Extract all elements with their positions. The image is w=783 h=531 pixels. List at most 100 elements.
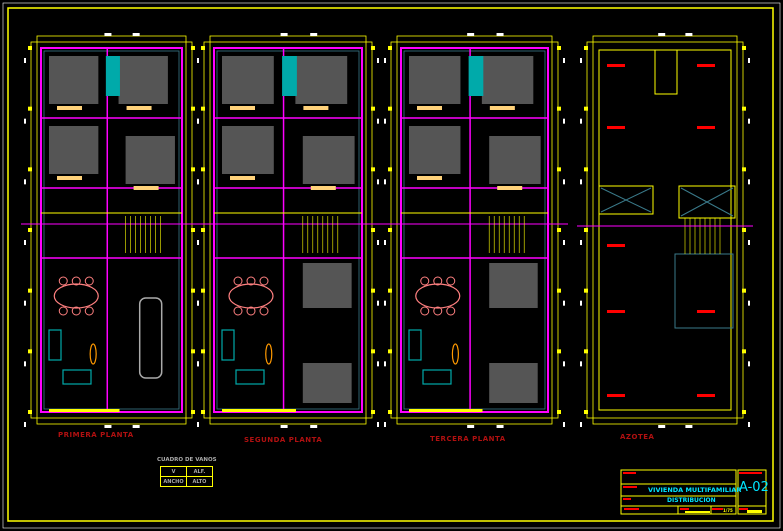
dimension-tick <box>191 288 195 293</box>
drainage-marker <box>607 126 625 129</box>
dimension-text <box>377 361 379 367</box>
dimension-tick <box>557 288 561 293</box>
chair <box>420 276 430 286</box>
dining-table <box>53 283 99 309</box>
coffee-table <box>451 343 459 365</box>
drainage-marker <box>607 244 625 247</box>
dimension-text <box>748 361 750 367</box>
chair <box>84 276 94 286</box>
dimension-text <box>132 425 140 428</box>
chair <box>433 306 443 316</box>
dimension-text <box>310 33 318 36</box>
drainage-marker <box>697 394 715 397</box>
chair <box>259 276 269 286</box>
drainage-marker <box>607 64 625 67</box>
bed <box>125 136 175 184</box>
bed <box>302 363 352 403</box>
chair <box>58 276 68 286</box>
chair <box>58 306 68 316</box>
bed <box>295 56 348 104</box>
dimension-tick <box>557 46 561 50</box>
dimension-text <box>685 425 693 428</box>
dimension-text <box>580 240 582 245</box>
dimension-text <box>658 425 666 428</box>
dimension-tick <box>28 228 32 232</box>
dimension-text <box>24 179 26 185</box>
dimension-tick <box>388 46 392 50</box>
chair <box>84 306 94 316</box>
room-label <box>497 186 523 190</box>
bathroom <box>282 56 297 96</box>
dimension-text <box>377 422 379 427</box>
dimension-tick <box>191 106 195 111</box>
car <box>138 297 163 379</box>
dimension-text <box>280 33 288 36</box>
project-title: VIVIENDA MULTIFAMILIAR <box>648 486 742 494</box>
dimension-text <box>496 33 504 36</box>
dining-table <box>415 283 461 309</box>
dimension-text <box>24 300 26 306</box>
dimension-text <box>563 179 565 185</box>
sofa <box>62 369 92 385</box>
sofa <box>48 329 62 361</box>
dimension-tick <box>742 349 746 354</box>
dimension-text <box>377 179 379 185</box>
dimension-tick <box>388 410 392 414</box>
dimension-tick <box>371 349 375 354</box>
coffee-table <box>89 343 97 365</box>
room-label <box>417 176 442 180</box>
dimension-tick <box>388 228 392 232</box>
vanos-cell: V <box>160 466 187 477</box>
bed <box>489 263 538 308</box>
dimension-text <box>197 179 199 185</box>
chair <box>233 306 243 316</box>
chair <box>420 306 430 316</box>
chair <box>71 276 81 286</box>
dimension-tick <box>557 228 561 232</box>
light-well <box>678 185 736 219</box>
sofa <box>221 329 235 361</box>
bed <box>409 56 461 104</box>
dimension-tick <box>201 349 205 354</box>
skylight <box>654 49 678 95</box>
sofa <box>408 329 422 361</box>
dimension-text <box>377 118 379 124</box>
vanos-table-title: CUADRO DE VANOS <box>157 457 217 463</box>
dimension-text <box>377 240 379 245</box>
window <box>222 409 296 412</box>
dimension-tick <box>388 349 392 354</box>
dimension-tick <box>191 349 195 354</box>
sheet-number: A-02 <box>739 480 769 495</box>
bed <box>489 363 538 403</box>
room-label <box>126 106 152 110</box>
dimension-lines <box>209 35 367 425</box>
dimension-tick <box>584 167 588 172</box>
dimension-text <box>24 422 26 427</box>
dimension-tick <box>28 349 32 354</box>
dimension-tick <box>557 349 561 354</box>
dimension-text <box>748 300 750 306</box>
dimension-text <box>748 240 750 245</box>
dimension-text <box>580 361 582 367</box>
room-label <box>489 106 515 110</box>
dimension-lines <box>586 41 744 419</box>
drainage-marker <box>697 126 715 129</box>
dimension-tick <box>191 167 195 172</box>
dimension-tick <box>742 228 746 232</box>
sheet-subject: DISTRIBUCION <box>667 497 716 504</box>
chair <box>433 276 443 286</box>
dimension-text <box>563 361 565 367</box>
chair <box>446 306 456 316</box>
chair <box>246 276 256 286</box>
interior-wall <box>43 50 180 410</box>
dimension-text <box>24 118 26 124</box>
vanos-cell: ALTO <box>186 476 213 487</box>
bed <box>481 56 534 104</box>
title-block-field-labels <box>623 472 762 510</box>
dimension-lines <box>396 35 553 425</box>
dimension-text <box>580 300 582 306</box>
dimension-text <box>197 58 199 63</box>
dimension-tick <box>584 288 588 293</box>
dimension-tick <box>584 46 588 50</box>
room-label <box>57 106 82 110</box>
